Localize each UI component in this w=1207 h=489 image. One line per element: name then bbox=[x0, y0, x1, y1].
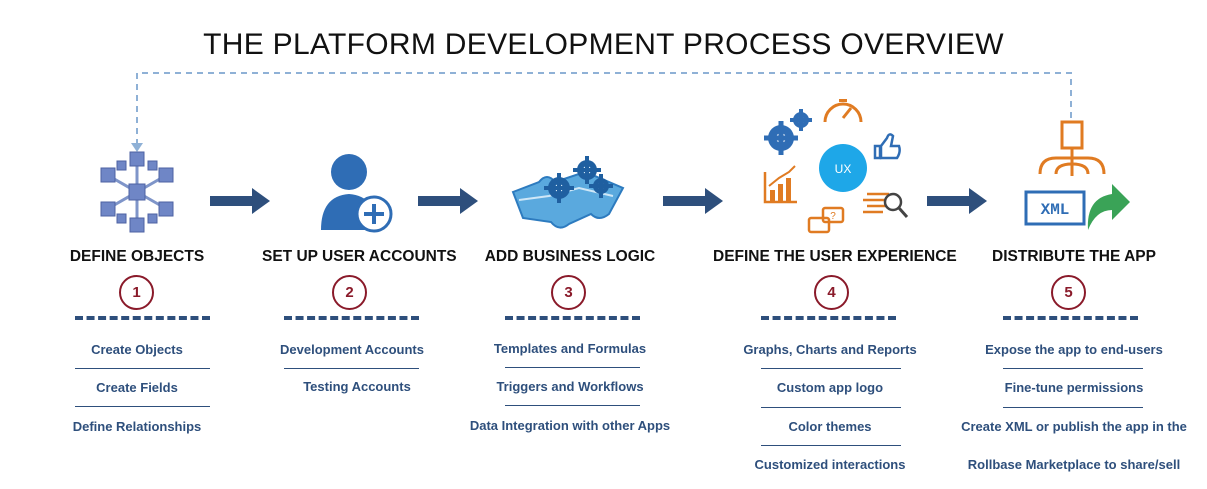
thumbs-up-icon bbox=[873, 133, 901, 160]
step-distribute-the-app: XML DISTRIBUTE THE APP 5 Expose the app … bbox=[950, 0, 1198, 489]
step-item: Templates and Formulas bbox=[493, 341, 647, 356]
feedback-loop-connector bbox=[131, 72, 1072, 152]
ux-circle bbox=[819, 144, 867, 192]
puzzle-gears-icon bbox=[511, 156, 625, 229]
step-number-badge: 1 bbox=[119, 275, 154, 310]
item-separator bbox=[761, 407, 901, 408]
step-heading: DISTRIBUTE THE APP bbox=[992, 248, 1156, 265]
step-item: Data Integration with other Apps bbox=[469, 418, 671, 433]
item-separator bbox=[75, 406, 210, 407]
step-item: Testing Accounts bbox=[303, 379, 411, 394]
item-separator bbox=[505, 367, 640, 368]
share-arrow-icon bbox=[1087, 184, 1130, 230]
step-item: Rollbase Marketplace to share/sell bbox=[967, 457, 1181, 472]
step-item: Fine-tune permissions bbox=[1004, 380, 1144, 395]
xml-distribute-icon: XML bbox=[1024, 120, 1130, 230]
step-define-user-experience: UX ? DEFINE THE USER EXPERI bbox=[713, 0, 957, 489]
step-heading: DEFINE OBJECTS bbox=[69, 248, 205, 265]
gears-icon bbox=[764, 109, 812, 155]
dashed-divider bbox=[75, 316, 210, 320]
step-number-badge: 3 bbox=[551, 275, 586, 310]
objects-network-icon bbox=[100, 151, 174, 233]
item-separator bbox=[75, 368, 210, 369]
item-separator bbox=[761, 445, 901, 446]
item-separator bbox=[505, 405, 640, 406]
step-add-business-logic: ADD BUSINESS LOGIC 3 Templates and Formu… bbox=[465, 0, 675, 489]
step-item: Expose the app to end-users bbox=[985, 342, 1163, 357]
chat-bubbles-icon: ? bbox=[807, 206, 845, 234]
svg-text:UX: UX bbox=[835, 162, 852, 176]
step-item: Custom app logo bbox=[776, 380, 884, 395]
dashed-divider bbox=[284, 316, 419, 320]
flow-arrow-3 bbox=[663, 188, 723, 214]
flow-arrow-2 bbox=[418, 188, 478, 214]
step-heading: SET UP USER ACCOUNTS bbox=[262, 248, 457, 265]
svg-text:?: ? bbox=[830, 211, 836, 222]
step-item: Create Objects bbox=[91, 342, 183, 357]
dashed-divider bbox=[1003, 316, 1138, 320]
step-heading: ADD BUSINESS LOGIC bbox=[484, 248, 656, 265]
step-define-objects: DEFINE OBJECTS 1 Create Objects Create F… bbox=[57, 0, 217, 489]
svg-text:XML: XML bbox=[1041, 201, 1070, 219]
item-separator bbox=[761, 368, 901, 369]
bar-chart-icon bbox=[763, 165, 797, 204]
hierarchy-icon bbox=[1038, 120, 1106, 176]
step-number-badge: 5 bbox=[1051, 275, 1086, 310]
search-lines-icon bbox=[863, 192, 909, 218]
flow-arrow-1 bbox=[210, 188, 270, 214]
item-separator bbox=[1003, 407, 1143, 408]
item-separator bbox=[1003, 368, 1143, 369]
ux-cluster-icon: UX ? bbox=[763, 99, 909, 234]
step-item: Create Fields bbox=[96, 380, 178, 395]
xml-box bbox=[1024, 190, 1086, 226]
step-number-badge: 4 bbox=[814, 275, 849, 310]
step-heading: DEFINE THE USER EXPERIENCE bbox=[713, 248, 957, 265]
step-number-badge: 2 bbox=[332, 275, 367, 310]
diagram-title: THE PLATFORM DEVELOPMENT PROCESS OVERVIE… bbox=[203, 28, 1004, 61]
add-user-icon bbox=[321, 154, 393, 233]
step-item: Define Relationships bbox=[72, 419, 202, 434]
flow-arrow-4 bbox=[927, 188, 987, 214]
step-set-up-user-accounts: SET UP USER ACCOUNTS 2 Development Accou… bbox=[262, 0, 457, 489]
step-item: Create XML or publish the app in the bbox=[961, 419, 1187, 434]
item-separator bbox=[284, 368, 419, 369]
step-item: Triggers and Workflows bbox=[496, 379, 644, 394]
step-item: Graphs, Charts and Reports bbox=[743, 342, 917, 357]
step-item: Development Accounts bbox=[280, 342, 424, 357]
dashed-divider bbox=[505, 316, 640, 320]
step-item: Color themes bbox=[788, 419, 872, 434]
gauge-icon bbox=[823, 99, 863, 123]
dashed-divider bbox=[761, 316, 896, 320]
step-item: Customized interactions bbox=[754, 457, 906, 472]
